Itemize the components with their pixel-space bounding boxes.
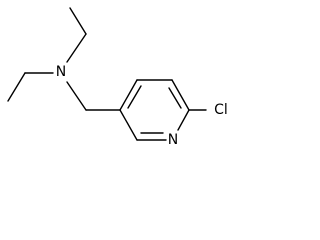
bond-ring-c2-c3 xyxy=(119,109,138,141)
ring-nitrogen-label: N xyxy=(168,132,178,148)
bond-ring-c3-c4-inner xyxy=(127,85,142,109)
bond-ethyl2-ch2-ch3 xyxy=(7,72,26,102)
bond-ring-c5-c6-inner xyxy=(168,87,182,109)
bond-ethyl1-ch2-n xyxy=(66,33,87,63)
chemical-structure-diagram: N N Cl xyxy=(7,7,228,148)
chlorine-label: Cl xyxy=(214,102,228,118)
bond-ring-c3-c4 xyxy=(119,79,138,111)
bond-n-methylene xyxy=(66,81,87,111)
bond-ring-c6-n1 xyxy=(177,109,190,131)
bond-ethyl1-ch3-ch2 xyxy=(69,7,87,35)
structure-canvas: N N Cl xyxy=(0,0,254,150)
bond-ring-c5-c6 xyxy=(171,79,190,111)
amine-nitrogen-label: N xyxy=(56,64,66,80)
